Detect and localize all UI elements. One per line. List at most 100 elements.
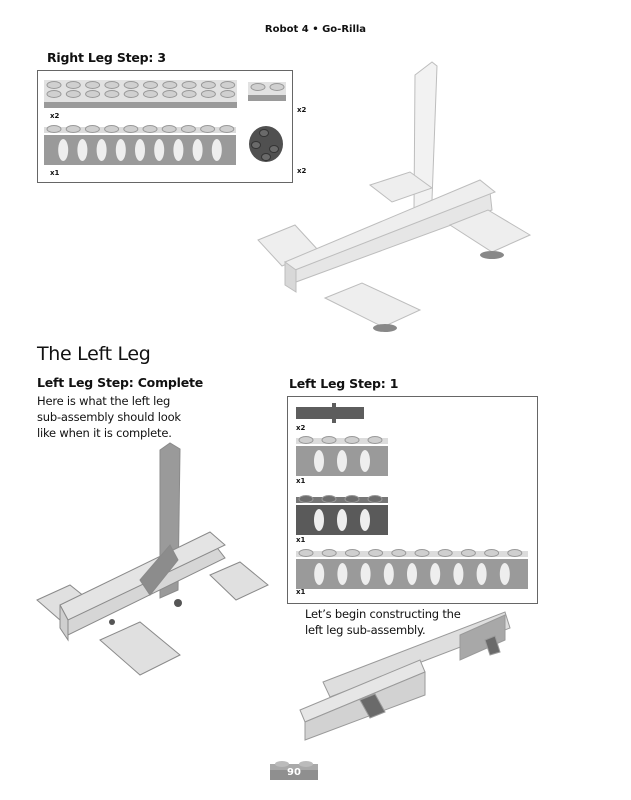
stud (85, 81, 101, 89)
section-title: The Left Leg (37, 343, 151, 365)
stud (298, 549, 314, 557)
text-line: Here is what the left leg (37, 394, 171, 408)
stud (367, 495, 383, 503)
stud (414, 549, 430, 557)
text-line: Let’s begin constructing the (305, 607, 461, 621)
brick-top (44, 127, 236, 133)
stud (507, 549, 523, 557)
hole (154, 139, 165, 161)
qty-label: x2 (296, 424, 306, 432)
parts-illustration (296, 403, 528, 589)
hole (77, 139, 88, 161)
text-line: like when it is complete. (37, 426, 172, 440)
page-number: 90 (287, 767, 301, 778)
stud (142, 125, 158, 133)
qty-label: x2 (297, 167, 307, 175)
stud (368, 549, 384, 557)
hole (360, 563, 371, 585)
brick-top (296, 438, 388, 444)
stud (220, 81, 236, 89)
stud (180, 125, 196, 133)
stud (104, 90, 120, 98)
running-header: Robot 4 • Go-Rilla (264, 24, 367, 35)
hole (115, 139, 126, 161)
stud (65, 125, 81, 133)
stud (344, 495, 360, 503)
stud (104, 81, 120, 89)
stud (200, 125, 216, 133)
stud (460, 549, 476, 557)
stud (344, 436, 360, 444)
pin-collar (332, 403, 336, 423)
text-line: left leg sub-assembly. (305, 623, 426, 637)
stud (391, 549, 407, 557)
qty-label: x1 (50, 169, 60, 177)
hole (135, 139, 145, 161)
stud (344, 549, 360, 557)
stud (250, 83, 266, 91)
stud (220, 90, 236, 98)
stud (46, 125, 62, 133)
pin-body (296, 407, 364, 419)
page-number-brick: 90 (270, 758, 318, 780)
hole (96, 139, 107, 161)
stud (162, 81, 178, 89)
left-leg-step1-heading: Left Leg Step: 1 (289, 376, 399, 391)
stud (143, 81, 158, 89)
stud (123, 125, 139, 133)
stud (84, 125, 100, 133)
hole (337, 509, 347, 531)
stud (298, 436, 314, 444)
stud (321, 549, 337, 557)
brick-top (296, 551, 528, 557)
stud (46, 90, 62, 98)
stud (104, 125, 120, 133)
hole (173, 139, 184, 161)
plate-side (248, 95, 286, 101)
hole (211, 139, 222, 161)
stud (437, 549, 453, 557)
stud (46, 81, 62, 89)
stud (219, 125, 235, 133)
text-line: sub-assembly should look (37, 410, 181, 424)
stud (85, 90, 101, 98)
stud (123, 90, 139, 98)
stud (298, 495, 314, 503)
hole (58, 139, 69, 161)
hole (453, 563, 464, 585)
plate-side (44, 102, 237, 108)
left-leg-complete-text: Here is what the left leg sub-assembly s… (37, 393, 181, 441)
stud (181, 90, 197, 98)
qty-label: x1 (296, 588, 306, 596)
hole (360, 450, 370, 472)
qty-label: x1 (296, 536, 306, 544)
stud (269, 145, 279, 153)
hole (314, 563, 325, 585)
qty-label: x2 (50, 112, 60, 120)
stud (181, 81, 197, 89)
hole (314, 509, 324, 531)
stud (200, 81, 216, 89)
right-leg-parts-box: x2 x2 x1 x2 (37, 70, 306, 183)
hole (337, 563, 348, 585)
stud (251, 141, 261, 149)
stud (65, 81, 81, 89)
stud (321, 436, 337, 444)
hole (476, 563, 487, 585)
stud (123, 81, 139, 89)
stud (162, 90, 178, 98)
left-leg-step1-text: Let’s begin constructing the left leg su… (305, 606, 461, 638)
hole (192, 139, 203, 161)
hole (337, 450, 347, 472)
stud (200, 90, 216, 98)
hole (499, 563, 510, 585)
stud (65, 90, 81, 98)
stud (161, 125, 177, 133)
stud (259, 129, 269, 137)
hole (430, 563, 441, 585)
qty-label: x1 (296, 477, 306, 485)
qty-label: x2 (297, 106, 307, 114)
stud (367, 436, 383, 444)
